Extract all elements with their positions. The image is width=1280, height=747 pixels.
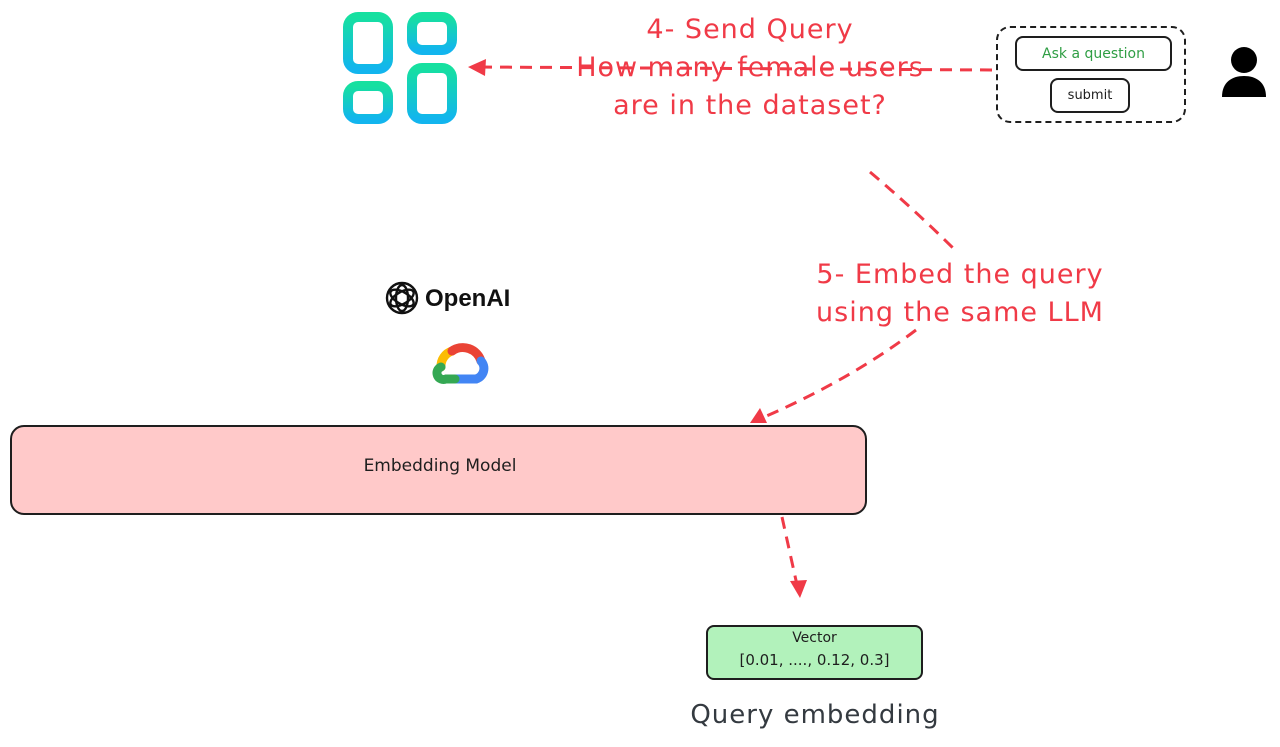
query-embedding-caption: Query embedding xyxy=(690,700,940,730)
question-form xyxy=(996,26,1186,123)
arrow-query-to-embed xyxy=(869,170,960,255)
openai-logo-icon xyxy=(385,281,419,315)
vector-values: [0.01, ...., 0.12, 0.3] xyxy=(739,651,890,669)
send-query-line1: How many female users xyxy=(576,52,924,83)
arrow-query-to-app xyxy=(468,59,993,76)
embedding-model-label: Embedding Model xyxy=(363,456,517,476)
submit-button[interactable]: submit xyxy=(1050,78,1130,113)
user-icon xyxy=(1222,47,1266,97)
embed-query-annotation: 5- Embed the query using the same LLM xyxy=(770,256,1150,332)
send-query-step: 4- Send Query xyxy=(646,14,854,45)
arrow-embed-to-model xyxy=(750,328,917,423)
vector-box xyxy=(706,625,923,680)
send-query-line2: are in the dataset? xyxy=(613,90,887,121)
arrow-model-to-vector xyxy=(780,516,807,598)
vector-title: Vector xyxy=(792,630,837,646)
app-grid-icon xyxy=(343,12,457,124)
google-cloud-icon xyxy=(432,343,489,384)
openai-label: OpenAI xyxy=(425,285,511,312)
question-input[interactable]: Ask a question xyxy=(1015,36,1172,71)
embed-query-line2: using the same LLM xyxy=(816,297,1104,328)
embedding-model-box xyxy=(10,425,867,515)
embed-query-line1: 5- Embed the query xyxy=(816,259,1104,290)
send-query-annotation: 4- Send Query How many female users are … xyxy=(540,11,960,125)
